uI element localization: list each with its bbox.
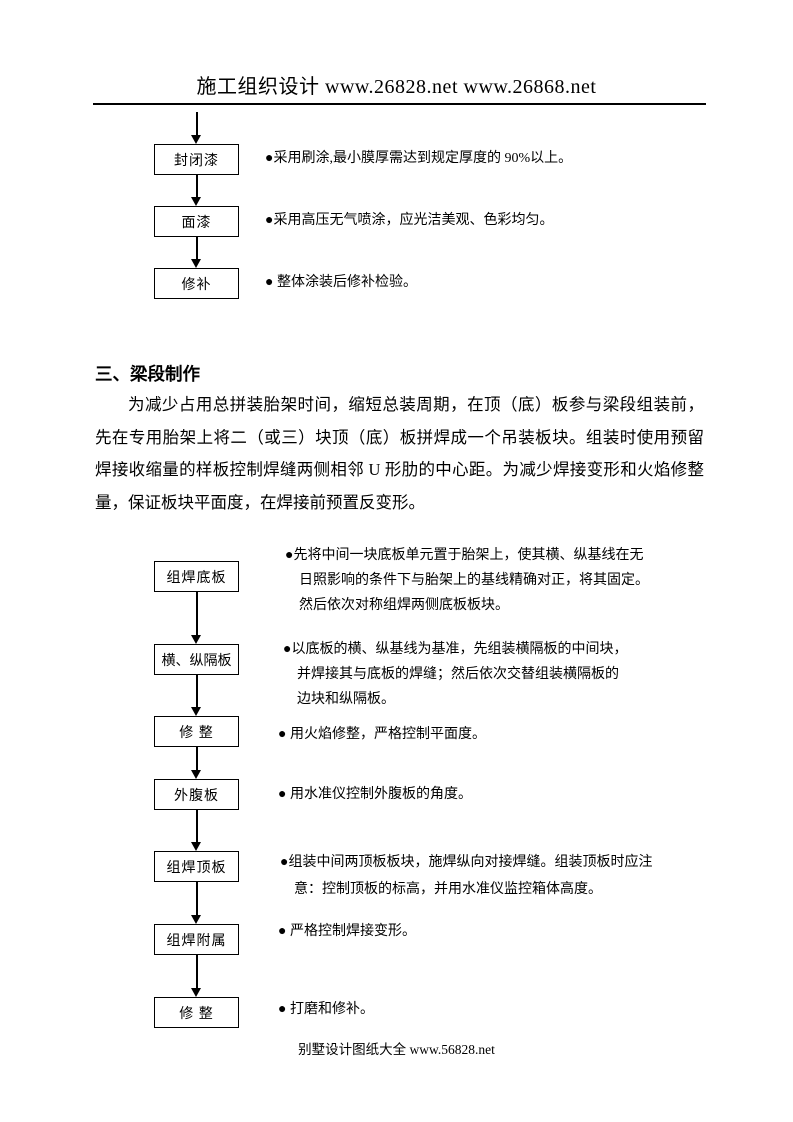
- flow-note-flame-correct-2: ● 打磨和修补。: [278, 1002, 374, 1017]
- flow-box-top-coat: 面漆: [154, 206, 239, 237]
- flow-box-seal-coat: 封闭漆: [154, 144, 239, 175]
- arrow-connector: [191, 675, 202, 716]
- arrow-connector: [191, 237, 202, 268]
- flow-note-seal-coat: ●采用刷涂,最小膜厚需达到规定厚度的 90%以上。: [265, 151, 573, 166]
- flow-note-top-coat: ●采用高压无气喷涂，应光洁美观、色彩均匀。: [265, 213, 554, 228]
- section-paragraph: 为减少占用总拼装胎架时间，缩短总装周期，在顶（底）板参与梁段组装前，先在专用胎架…: [95, 395, 704, 512]
- flow-note-assemble-attachments: ● 严格控制焊接变形。: [278, 924, 416, 939]
- arrow-head-icon: [191, 259, 201, 268]
- flow-note-outer-web: ● 用水准仪控制外腹板的角度。: [278, 787, 472, 802]
- flow-box-label: 修 整: [179, 1006, 214, 1022]
- arrow-connector: [191, 747, 202, 779]
- arrow-line: [195, 237, 198, 260]
- page-footer: 别墅设计图纸大全 www.56828.net: [298, 1042, 495, 1057]
- arrow-head-icon: [191, 707, 201, 716]
- section-title: 三、梁段制作: [95, 364, 200, 384]
- arrow-head-icon: [191, 988, 201, 997]
- arrow-line: [195, 175, 198, 198]
- arrow-connector: [191, 882, 202, 924]
- arrow-connector: [191, 955, 202, 997]
- flow-box-flame-correct-2: 修 整: [154, 997, 239, 1028]
- arrow-line: [195, 592, 198, 636]
- arrow-head-icon: [191, 915, 201, 924]
- flow-box-diaphragms: 横、纵隔板: [154, 644, 239, 675]
- arrow-line: [195, 112, 198, 136]
- flow-box-flame-correct-1: 修 整: [154, 716, 239, 747]
- flow-box-label: 封闭漆: [174, 153, 219, 169]
- flow-box-touch-up: 修补: [154, 268, 239, 299]
- flow-note-assemble-top-plate: ●组装中间两顶板板块，施焊纵向对接焊缝。组装顶板时应注 意：控制顶板的标高，并用…: [280, 855, 653, 897]
- flow-note-assemble-bottom-plate: ●先将中间一块底板单元置于胎架上，使其横、纵基线在无 日照影响的条件下与胎架上的…: [285, 548, 649, 613]
- flow-box-label: 外腹板: [174, 788, 219, 804]
- flow-box-label: 组焊附属: [166, 933, 227, 949]
- flow-box-assemble-attachments: 组焊附属: [154, 924, 239, 955]
- arrow-head-icon: [191, 842, 201, 851]
- flow-box-label: 修 整: [179, 725, 214, 741]
- arrow-connector: [191, 592, 202, 644]
- flow-box-assemble-top-plate: 组焊顶板: [154, 851, 239, 882]
- header-rule: [93, 103, 706, 105]
- flow-box-outer-web: 外腹板: [154, 779, 239, 810]
- arrow-connector: [191, 112, 202, 144]
- flow-box-label: 横、纵隔板: [161, 653, 232, 669]
- arrow-line: [195, 955, 198, 989]
- arrow-head-icon: [191, 197, 201, 206]
- arrow-head-icon: [191, 770, 201, 779]
- arrow-line: [195, 810, 198, 843]
- arrow-connector: [191, 810, 202, 851]
- page-header-title: 施工组织设计 www.26828.net www.26868.net: [196, 76, 597, 98]
- flow-box-label: 面漆: [181, 215, 212, 231]
- flow-note-diaphragms: ●以底板的横、纵基线为基准，先组装横隔板的中间块， 并焊接其与底板的焊缝；然后依…: [283, 642, 628, 707]
- arrow-connector: [191, 175, 202, 206]
- flow-box-label: 组焊顶板: [166, 860, 227, 876]
- flow-note-flame-correct-1: ● 用火焰修整，严格控制平面度。: [278, 727, 486, 742]
- arrow-line: [195, 882, 198, 916]
- flow-box-label: 修补: [181, 277, 212, 293]
- flow-box-label: 组焊底板: [166, 570, 227, 586]
- flow-note-touch-up: ● 整体涂装后修补检验。: [265, 275, 417, 290]
- arrow-line: [195, 747, 198, 771]
- arrow-line: [195, 675, 198, 708]
- flow-box-assemble-bottom-plate: 组焊底板: [154, 561, 239, 592]
- arrow-head-icon: [191, 635, 201, 644]
- arrow-head-icon: [191, 135, 201, 144]
